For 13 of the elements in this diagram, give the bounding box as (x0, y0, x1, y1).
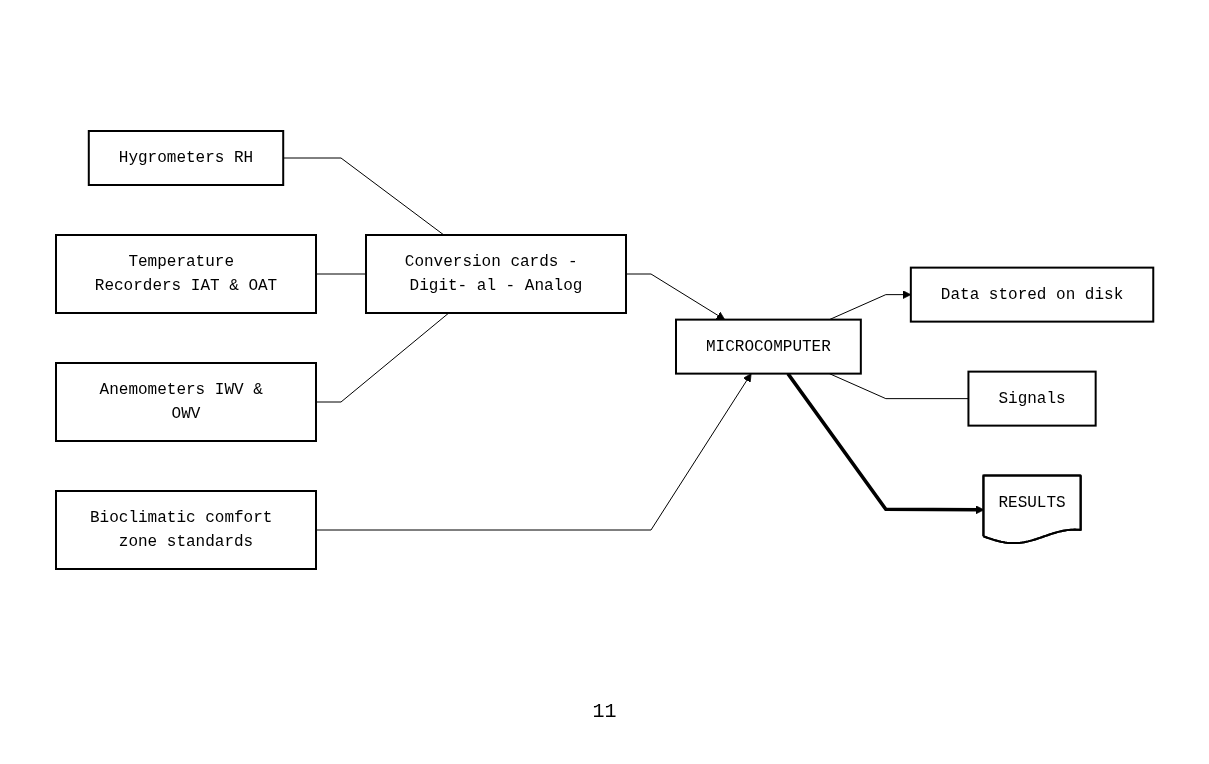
node-box: Bioclimatic comfort zone standards (54, 490, 317, 570)
node-box: MICROCOMPUTER (674, 318, 862, 375)
node-box: Anemometers IWV & OWV (54, 362, 317, 442)
arrow (315, 373, 752, 531)
node-box: Conversion cards - Digit- al - Analog (364, 234, 627, 314)
node-box: Data stored on disk (909, 266, 1155, 323)
arrow (786, 372, 985, 515)
arrow (625, 273, 725, 321)
node-box: Hygrometers RH (87, 130, 285, 186)
node-box: Signals (967, 370, 1097, 427)
connector (315, 312, 450, 403)
page-number: 11 (591, 700, 618, 723)
node-box: Temperature Recorders IAT & OAT (54, 234, 317, 314)
